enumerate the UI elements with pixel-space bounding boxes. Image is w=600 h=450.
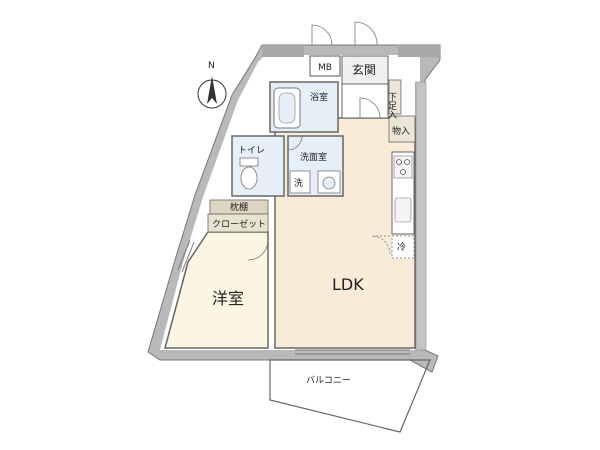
kitchen-sink: [394, 197, 412, 223]
balcony-outline: [269, 359, 431, 433]
label-western-room: 洋室: [212, 289, 244, 308]
shoe-box: [388, 79, 402, 115]
label-storage: 物入: [392, 125, 410, 137]
stove: [393, 155, 413, 179]
entrance-floor: [341, 55, 389, 85]
windows: [177, 239, 410, 355]
hall-floor: [341, 83, 389, 119]
storage-closet: [388, 115, 416, 143]
label-mb: MB: [318, 63, 332, 73]
north-compass-icon: [197, 76, 227, 109]
washer-slot: [289, 170, 311, 194]
label-washroom: 洗面室: [300, 151, 327, 163]
label-washer: 洗: [294, 177, 303, 189]
toilet-bowl: [240, 166, 258, 190]
label-closet: クローゼット: [212, 218, 266, 230]
label-bathroom: 浴室: [310, 91, 328, 103]
label-balcony: バルコニー: [306, 375, 351, 386]
label-pillow-shelf: 枕棚: [230, 201, 248, 213]
label-toilet: トイレ: [238, 146, 265, 156]
closet-area: [207, 213, 269, 233]
label-ldk: LDK: [332, 275, 364, 294]
label-shoe-box: 下足入: [386, 92, 397, 119]
label-entrance: 玄関: [352, 62, 376, 77]
compass-letter: N: [208, 61, 215, 71]
fridge-space: [391, 235, 415, 259]
mb-box: [309, 55, 341, 77]
door-swings: [247, 21, 391, 261]
label-fridge: 冷: [397, 241, 406, 253]
